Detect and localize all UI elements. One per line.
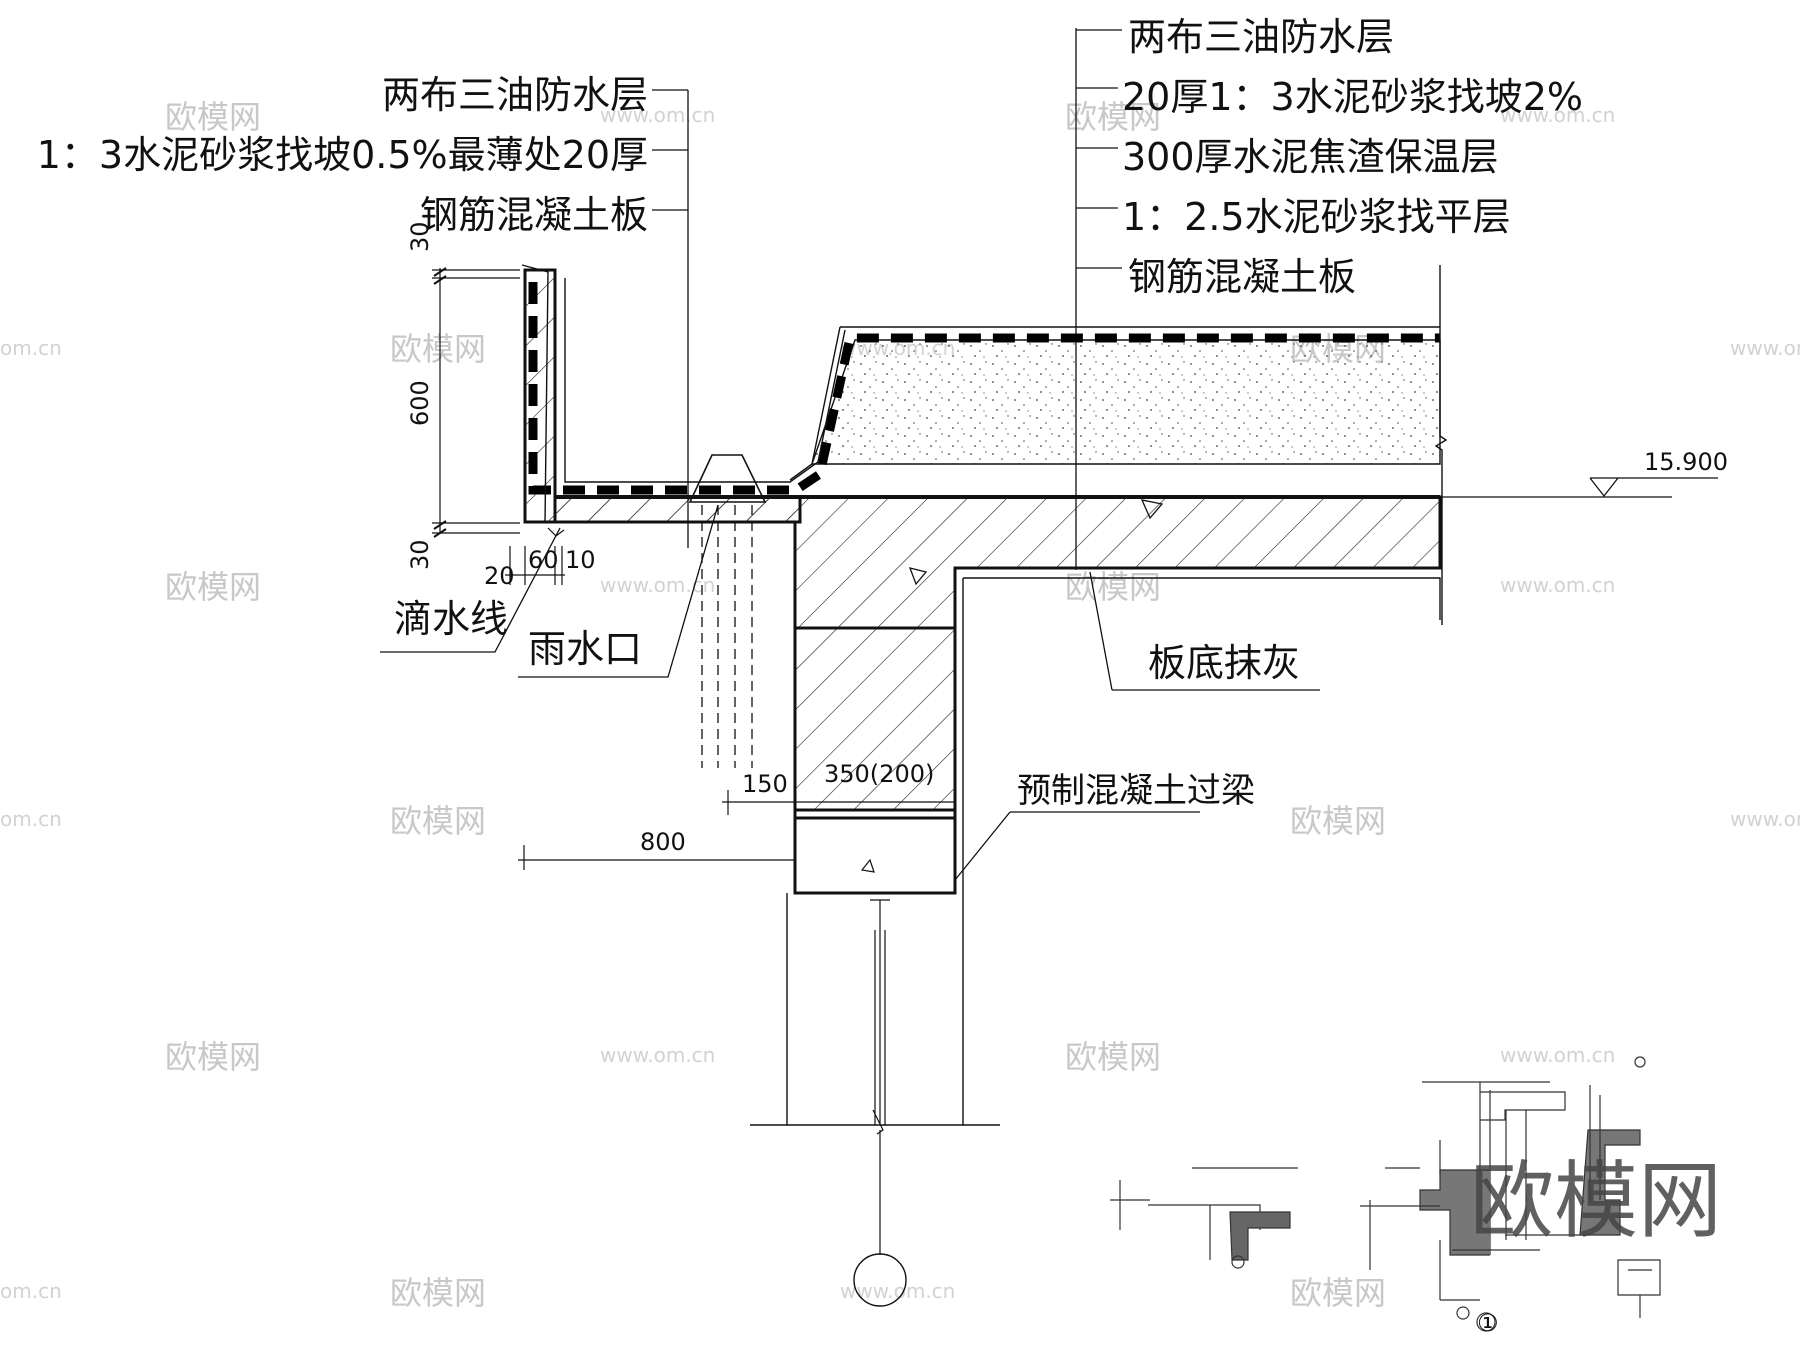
- dim-30-bottom: 30: [406, 539, 434, 570]
- thumbnail-marker: ①: [1477, 1309, 1499, 1337]
- right-callout-slab: 钢筋混凝土板: [1128, 255, 1356, 299]
- watermark-url: www.om.cn: [1730, 336, 1800, 360]
- roof-section: [521, 264, 1448, 1307]
- watermark-logo: 欧模网: [165, 568, 261, 606]
- watermark-logo: 欧模网: [390, 802, 486, 840]
- right-callout-slope-screed: 20厚1：3水泥砂浆找坡2%: [1122, 75, 1583, 119]
- watermark-logo: 欧模网: [1290, 802, 1386, 840]
- ceiling-plaster-label: 板底抹灰: [1148, 641, 1300, 685]
- watermark-url: om.cn: [0, 807, 62, 831]
- precast-lintel: [793, 808, 957, 895]
- watermark-url: om.cn: [0, 336, 62, 360]
- watermark-logo: 欧模网: [1065, 1038, 1161, 1076]
- left-callout: 两布三油防水层 1：3水泥砂浆找坡0.5%最薄处20厚 钢筋混凝土板: [37, 73, 689, 548]
- left-callout-screed: 1：3水泥砂浆找坡0.5%最薄处20厚: [37, 133, 648, 177]
- insulation-layer: [811, 339, 1441, 465]
- watermark-url: www.om.cn: [1730, 807, 1800, 831]
- dim-150: 150: [742, 770, 788, 798]
- dim-600: 600: [406, 380, 434, 426]
- watermark-logo: 欧模网: [165, 98, 261, 136]
- brand-watermark-logo: 欧模网: [1470, 1152, 1722, 1250]
- dim-60: 60: [528, 546, 559, 574]
- left-callout-waterproof: 两布三油防水层: [382, 73, 648, 117]
- thumbnail-details: [1110, 1056, 1661, 1332]
- rain-outlet: [688, 454, 767, 768]
- dim-30-top: 30: [406, 221, 434, 252]
- watermark-logo: 欧模网: [1065, 98, 1161, 136]
- right-callout-insulation: 300厚水泥焦渣保温层: [1122, 135, 1499, 179]
- watermark-url: om.cn: [0, 1279, 62, 1303]
- right-callout: 两布三油防水层 20厚1：3水泥砂浆找坡2% 300厚水泥焦渣保温层 1：2.5…: [1075, 15, 1583, 570]
- watermark-logo: 欧模网: [1065, 568, 1161, 606]
- watermark-logo: 欧模网: [390, 1274, 486, 1312]
- watermark-url: www.om.cn: [600, 1043, 715, 1067]
- watermark-logo: 欧模网: [165, 1038, 261, 1076]
- elevation-value: 15.900: [1644, 448, 1728, 476]
- right-callout-leveling: 1：2.5水泥砂浆找平层: [1122, 195, 1511, 239]
- right-callout-waterproof: 两布三油防水层: [1128, 15, 1394, 59]
- waterproof-membrane: [528, 282, 1440, 495]
- watermark-logo: 欧模网: [1290, 1274, 1386, 1312]
- dim-20: 20: [484, 562, 515, 590]
- dimensions: 30 600 30 20 60 10 150 350(200) 800: [406, 221, 956, 870]
- watermark-url: www.om.cn: [1500, 1043, 1615, 1067]
- watermark-url: www.om.cn: [1500, 573, 1615, 597]
- label-leaders: [380, 504, 1320, 881]
- watermark-url: www.om.cn: [600, 103, 715, 127]
- watermark-logo: 欧模网: [390, 330, 486, 368]
- drip-line-label: 滴水线: [394, 597, 508, 641]
- gutter-wall: [523, 268, 802, 524]
- dim-800: 800: [640, 828, 686, 856]
- elevation-mark: 15.900: [1442, 448, 1728, 498]
- dim-10: 10: [565, 546, 596, 574]
- left-callout-slab: 钢筋混凝土板: [420, 193, 648, 237]
- watermark-url: www.om.cn: [1500, 103, 1615, 127]
- lintel-label: 预制混凝土过梁: [1017, 771, 1255, 811]
- rain-outlet-label: 雨水口: [528, 627, 642, 671]
- dim-350: 350(200): [824, 760, 934, 788]
- watermark-url: www.om.cn: [600, 573, 715, 597]
- axis-bubble: [853, 1253, 907, 1307]
